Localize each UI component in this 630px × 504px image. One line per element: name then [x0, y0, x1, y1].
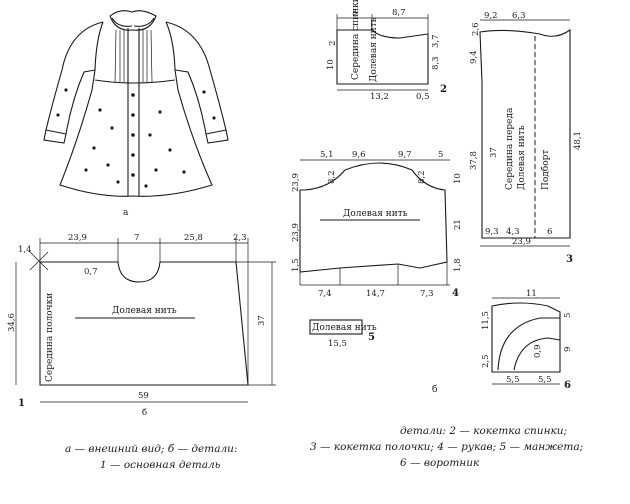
p1-dim-3: 7: [134, 233, 139, 243]
p4-grain: Долевая нить: [343, 209, 408, 219]
p5-grain: Долевая нить: [312, 323, 377, 333]
p6-dim-1: 11: [526, 289, 537, 299]
p3-dim-11: 23,9: [512, 237, 531, 247]
p1-grain: Долевая нить: [112, 306, 177, 316]
p4-dim-7: 10: [453, 173, 463, 184]
p1-center-front: Середина полочки: [45, 293, 55, 382]
caption-left-1: а — внешний вид; б — детали:: [65, 443, 237, 455]
p6-dim-2: 11,5: [481, 311, 491, 330]
p4-dim-6: 8,2: [417, 170, 427, 184]
p2-dim-1: 5: [352, 8, 357, 18]
p6-dim-4: 2,5: [481, 354, 491, 368]
p1-dim-4: 25,8: [184, 233, 203, 243]
p1-dim-6: 0,7: [84, 267, 98, 277]
p3-grain: Долевая нить: [517, 125, 527, 190]
p1-dim-9: 59: [138, 391, 149, 401]
p3-dim-6: 37: [489, 147, 499, 158]
p1-dim-10: б: [142, 407, 147, 418]
label-a: а: [123, 208, 129, 218]
p2-dim-3: 2: [328, 41, 338, 46]
p2-dim-8: 0,5: [416, 92, 430, 102]
p3-facing: Подборт: [540, 150, 551, 190]
p4-dim-15: 7,3: [420, 289, 434, 299]
part-number-4: 4: [452, 288, 459, 299]
p2-dim-5: 3,7: [431, 34, 441, 48]
p4-dim-9: 23,9: [291, 223, 301, 242]
p2-center-back: Середина спинки: [351, 0, 361, 80]
p3-dim-3: 2,6: [471, 22, 481, 36]
caption-left-2: 1 — основная деталь: [100, 459, 221, 471]
p1-dim-8: 37: [257, 315, 267, 326]
p4-dim-2: 9,6: [352, 150, 366, 160]
p4-dim-12: 1,8: [453, 258, 463, 272]
part-number-6: 6: [564, 380, 571, 391]
p1-dim-2: 23,9: [68, 233, 87, 243]
p4-dim-3: 9,7: [398, 150, 412, 160]
p4-dim-13: 7,4: [318, 289, 332, 299]
p5-dim-1: 15,5: [328, 339, 347, 349]
part-3-front-yoke: [479, 19, 571, 247]
p6-dim-5: 9: [563, 347, 573, 352]
p3-dim-4: 9,4: [469, 50, 479, 64]
p4-dim-5: 8,2: [327, 170, 337, 184]
p2-grain: Долевая нить: [369, 17, 379, 82]
part-number-5: 5: [368, 332, 375, 343]
p3-center-front: Середина переда: [505, 107, 515, 190]
p6-dim-8: 5,5: [538, 375, 552, 385]
p4-dim-10: 21: [453, 219, 463, 230]
part-number-1: 1: [18, 398, 25, 409]
caption-right-2: 3 — кокетка полочки; 4 — рукав; 5 — манж…: [310, 441, 583, 453]
p6-dim-6: 0,9: [533, 344, 543, 358]
p3-dim-2: 6,3: [512, 11, 526, 21]
p3-dim-9: 4,3: [506, 227, 520, 237]
p6-dim-7: 5,5: [506, 375, 520, 385]
label-b-right: б: [432, 384, 437, 395]
p2-dim-7: 13,2: [370, 92, 389, 102]
p1-dim-1: 1,4: [18, 245, 32, 255]
p3-dim-5: 37,8: [469, 151, 479, 170]
p3-dim-7: 48,1: [573, 131, 583, 150]
p1-dim-7: 34,6: [7, 313, 17, 332]
p3-dim-8: 9,3: [485, 227, 499, 237]
p4-dim-14: 14,7: [366, 289, 385, 299]
caption-right-1: детали: 2 — кокетка спинки;: [400, 425, 567, 437]
p4-dim-4: 5: [438, 150, 443, 160]
p2-dim-2: 8,7: [392, 8, 406, 18]
p4-dim-8: 23,9: [291, 173, 301, 192]
p6-dim-3: 5: [563, 313, 573, 318]
p2-dim-6: 8,3: [431, 56, 441, 70]
p3-dim-1: 9,2: [484, 11, 498, 21]
part-5-cuff: [309, 319, 363, 335]
part-6-collar: [491, 297, 561, 385]
p1-dim-5: 2,3: [233, 233, 247, 243]
dress-illustration: [43, 10, 229, 197]
p2-dim-4: 10: [326, 59, 336, 70]
caption-right-3: 6 — воротник: [400, 457, 480, 469]
part-4-sleeve: [299, 159, 450, 286]
p4-dim-1: 5,1: [320, 150, 334, 160]
part-1-main-piece: [15, 238, 276, 403]
part-2-back-yoke: [336, 14, 429, 91]
p3-dim-10: 6: [547, 227, 552, 237]
part-number-3: 3: [566, 254, 573, 265]
part-number-2: 2: [440, 84, 447, 95]
p4-dim-11: 1,5: [291, 258, 301, 272]
